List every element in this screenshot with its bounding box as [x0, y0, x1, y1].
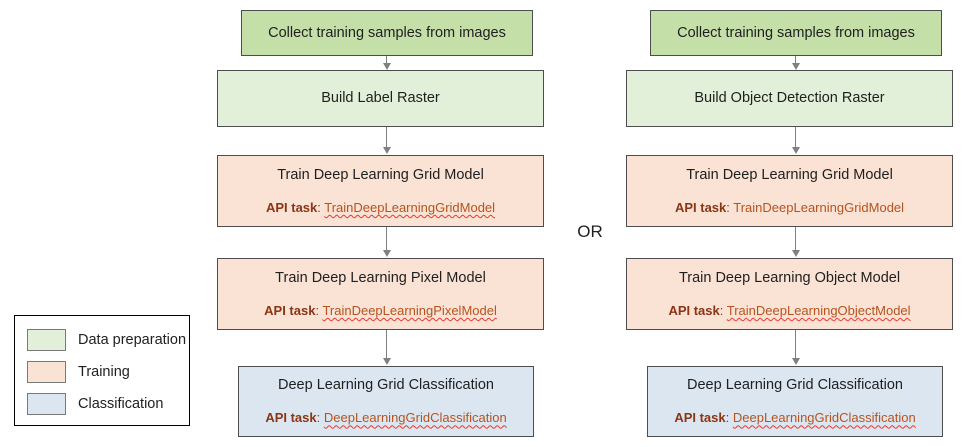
api-task-colon: :	[726, 199, 734, 215]
node-train-object-model[interactable]: Train Deep Learning Object Model API tas…	[626, 258, 953, 330]
node-title: Train Deep Learning Grid Model	[277, 166, 484, 183]
node-train-pixel-model[interactable]: Train Deep Learning Pixel Model API task…	[217, 258, 544, 330]
node-train-grid-model-right[interactable]: Train Deep Learning Grid Model API task:…	[626, 155, 953, 227]
api-task-value[interactable]: TrainDeepLearningGridModel	[733, 199, 905, 215]
connector-right-1	[795, 56, 796, 67]
api-task-value[interactable]: TrainDeepLearningGridModel	[324, 199, 496, 215]
api-task-line: API task: TrainDeepLearningObjectModel	[668, 303, 910, 319]
legend-swatch-classification	[27, 393, 66, 415]
node-collect-samples-left[interactable]: Collect training samples from images	[241, 10, 533, 56]
legend-item-data-preparation: Data preparation	[27, 325, 189, 355]
api-task-line: API task: TrainDeepLearningPixelModel	[264, 303, 497, 319]
api-task-colon: :	[719, 302, 727, 318]
connector-right-3	[795, 227, 796, 251]
node-title: Collect training samples from images	[268, 24, 506, 41]
node-grid-classification-right[interactable]: Deep Learning Grid Classification API ta…	[647, 366, 943, 437]
node-title: Build Label Raster	[321, 90, 440, 107]
node-title: Build Object Detection Raster	[694, 90, 885, 107]
arrowhead-left-4	[383, 358, 391, 365]
node-title: Deep Learning Grid Classification	[687, 377, 903, 394]
api-task-label: API task	[674, 199, 727, 215]
connector-right-2	[795, 127, 796, 148]
connector-left-1	[386, 56, 387, 67]
node-title: Train Deep Learning Grid Model	[686, 166, 893, 183]
legend-item-training: Training	[27, 357, 189, 387]
legend-swatch-training	[27, 361, 66, 383]
api-task-label: API task	[264, 302, 316, 318]
arrowhead-left-3	[383, 250, 391, 257]
legend-label: Data preparation	[78, 332, 187, 348]
legend-label: Classification	[78, 396, 164, 412]
api-task-colon: :	[725, 410, 733, 426]
arrowhead-right-1	[792, 63, 800, 70]
api-task-value[interactable]: DeepLearningGridClassification	[323, 410, 507, 426]
node-title: Deep Learning Grid Classification	[278, 377, 494, 394]
api-task-colon: :	[317, 199, 325, 215]
legend: Data preparation Training Classification	[14, 315, 190, 426]
node-train-grid-model-left[interactable]: Train Deep Learning Grid Model API task:…	[217, 155, 544, 227]
node-collect-samples-right[interactable]: Collect training samples from images	[650, 10, 942, 56]
api-task-line: API task: TrainDeepLearningGridModel	[675, 200, 904, 216]
api-task-value[interactable]: DeepLearningGridClassification	[732, 410, 916, 426]
node-title: Train Deep Learning Object Model	[678, 269, 901, 286]
api-task-line: API task: DeepLearningGridClassification	[674, 410, 915, 426]
api-task-label: API task	[265, 410, 317, 426]
legend-label: Training	[78, 364, 130, 380]
api-task-label: API task	[265, 199, 318, 215]
node-build-label-raster[interactable]: Build Label Raster	[217, 70, 544, 127]
node-title: Collect training samples from images	[677, 24, 915, 41]
arrowhead-left-2	[383, 147, 391, 154]
arrowhead-left-1	[383, 63, 391, 70]
arrowhead-right-2	[792, 147, 800, 154]
node-build-object-detection-raster[interactable]: Build Object Detection Raster	[626, 70, 953, 127]
api-task-line: API task: TrainDeepLearningGridModel	[266, 200, 495, 216]
connector-left-3	[386, 227, 387, 251]
api-task-colon: :	[315, 302, 323, 318]
connector-left-4	[386, 330, 387, 359]
arrowhead-right-3	[792, 250, 800, 257]
legend-swatch-data-preparation	[27, 329, 66, 351]
connector-right-4	[795, 330, 796, 359]
api-task-value[interactable]: TrainDeepLearningPixelModel	[322, 302, 497, 318]
connector-left-2	[386, 127, 387, 148]
node-grid-classification-left[interactable]: Deep Learning Grid Classification API ta…	[238, 366, 534, 437]
legend-item-classification: Classification	[27, 389, 189, 419]
api-task-label: API task	[668, 302, 720, 318]
node-title: Train Deep Learning Pixel Model	[275, 269, 486, 286]
api-task-value[interactable]: TrainDeepLearningObjectModel	[726, 302, 911, 318]
api-task-line: API task: DeepLearningGridClassification	[265, 410, 506, 426]
api-task-label: API task	[674, 410, 726, 426]
arrowhead-right-4	[792, 358, 800, 365]
or-separator-label: OR	[577, 222, 603, 241]
api-task-colon: :	[316, 410, 324, 426]
